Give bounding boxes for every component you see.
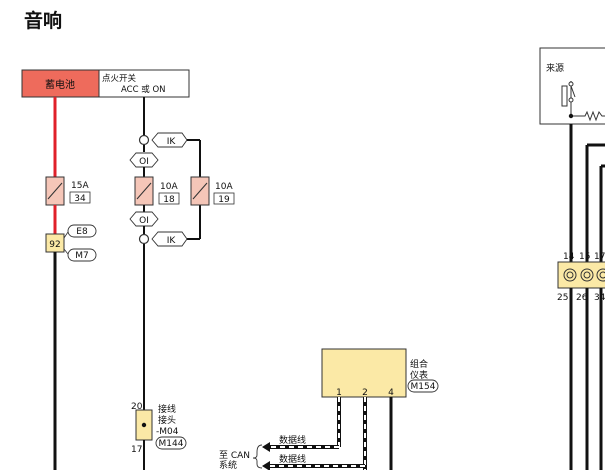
oi-tag-top-label: OI — [139, 157, 149, 167]
right-pin-top-2: 17 — [594, 252, 605, 262]
connector-e8-tag — [67, 224, 97, 238]
joint-label-line1: 接线 — [158, 403, 176, 415]
right-pin-top-0: 14 — [563, 252, 575, 262]
page-title: 音响 — [24, 9, 62, 32]
ignition-label-line1: 点火开关 — [102, 73, 137, 84]
right-pin-bottom-1: 26 — [576, 293, 588, 303]
connector-m7-tag — [67, 248, 97, 262]
can-data-line-1 — [262, 397, 341, 452]
meter-pin2: 2 — [362, 388, 368, 398]
oi-tag-top — [129, 152, 159, 168]
right-pin-bottom-0: 25 — [557, 293, 568, 303]
can-data-line2-label: 数据线 — [279, 453, 306, 465]
can-data-line-2 — [262, 397, 367, 470]
fuse-10a-18 — [134, 176, 154, 206]
connector-e8-label: E8 — [76, 227, 88, 237]
relay-switch-icon — [561, 81, 605, 122]
right-connector-terminals — [563, 268, 605, 282]
battery-label: 蓄电池 — [45, 78, 75, 91]
oi-tag-bottom-label: OI — [139, 216, 149, 226]
joint-label-code: -M04 — [156, 427, 179, 437]
meter-label-line1: 组合 — [410, 358, 428, 370]
fuse-15a-34 — [45, 176, 65, 206]
e8-leader — [63, 231, 69, 239]
meter-box — [321, 348, 407, 398]
joint-connector-label: M144 — [159, 439, 184, 449]
ik-tag-bottom-label: IK — [167, 236, 177, 246]
fuse-10a-19 — [190, 176, 210, 206]
joint-label-line2: 接头 — [158, 414, 176, 426]
power-source-label: 来源 — [546, 63, 564, 74]
battery-box — [21, 69, 100, 98]
fuse-15a-number-box — [69, 191, 91, 204]
can-data-line1-label: 数据线 — [279, 434, 306, 446]
fuse-10a-19-rating: 10A — [215, 182, 233, 192]
can-to-line2: 系统 — [219, 459, 237, 470]
fuse-10a-18-number: 18 — [163, 195, 175, 205]
joint-pin-top: 20 — [131, 402, 143, 412]
fuse-15a-rating: 15A — [71, 181, 89, 191]
can-to-line1: 至 CAN — [219, 450, 250, 461]
can-brace — [252, 444, 263, 469]
joint-connector-tag — [155, 436, 187, 450]
oi-tag-bottom — [129, 211, 159, 227]
fuse-10a-19-number-box — [213, 192, 235, 205]
pin-92-label: 92 — [49, 240, 60, 250]
ik-tag-top-label: IK — [167, 137, 177, 147]
meter-pin1: 1 — [336, 388, 342, 398]
joint-pin-bottom: 17 — [131, 445, 142, 455]
node-bottom — [138, 233, 150, 245]
joint-dot — [141, 422, 147, 428]
right-pin-top-1: 15 — [579, 252, 590, 262]
fuse-10a-19-number: 19 — [218, 195, 230, 205]
fuse-15a-number: 34 — [74, 194, 86, 204]
fuse-10a-18-rating: 10A — [160, 182, 178, 192]
node-top — [138, 134, 150, 146]
connector-m7-label: M7 — [75, 251, 89, 261]
fuse-10a-18-number-box — [158, 192, 180, 205]
meter-label-line2: 仪表 — [410, 369, 428, 381]
meter-connector-tag — [407, 379, 439, 393]
ignition-label-line2: ACC 或 ON — [121, 84, 166, 95]
meter-connector-label: M154 — [411, 382, 436, 392]
m7-leader — [63, 248, 69, 255]
ik-tag-bottom — [151, 231, 188, 247]
meter-pin4: 4 — [388, 388, 394, 398]
